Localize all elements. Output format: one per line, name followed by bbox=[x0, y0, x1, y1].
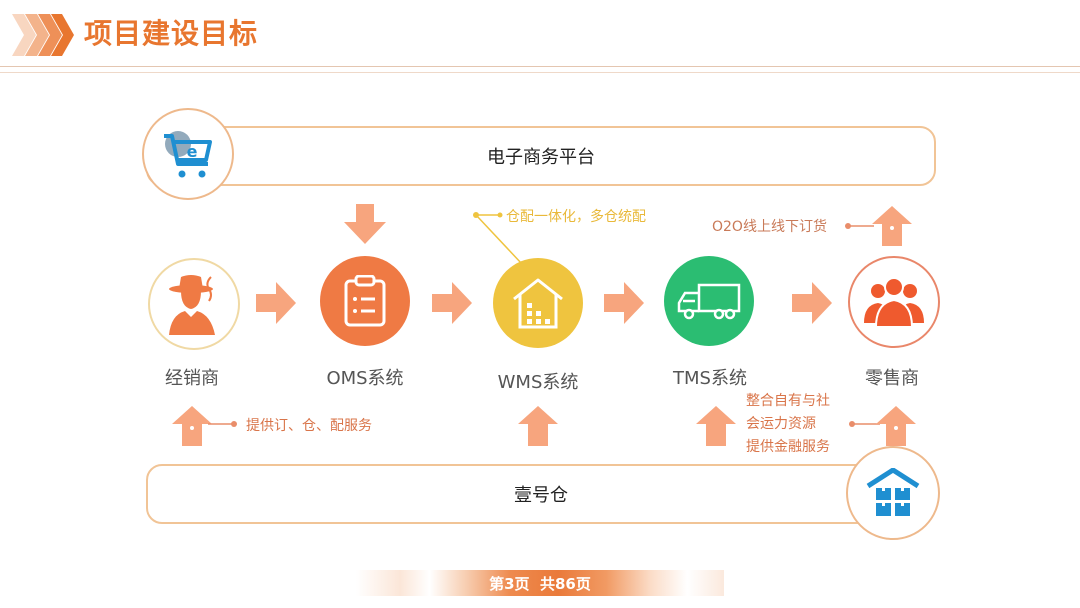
right-arrow-icon bbox=[792, 282, 832, 324]
wms-leader-line bbox=[473, 212, 523, 265]
up-arrow-icon bbox=[876, 406, 916, 446]
o2o-annotation: O2O线上线下订货 bbox=[712, 219, 827, 235]
wms-node bbox=[493, 258, 583, 348]
tms-leader-line bbox=[849, 421, 880, 427]
svg-text:e: e bbox=[187, 142, 198, 161]
truck-icon bbox=[677, 283, 741, 320]
retailers-group-icon bbox=[864, 277, 924, 327]
oms-node bbox=[320, 256, 410, 346]
right-arrow-icon bbox=[256, 282, 296, 324]
warehouse-platform-label: 壹号仓 bbox=[514, 485, 568, 506]
up-arrow-icon bbox=[872, 206, 912, 246]
warehouse-platform-bar: 壹号仓 bbox=[146, 464, 936, 524]
tms-node bbox=[664, 256, 754, 346]
warehouse-house-icon bbox=[513, 278, 563, 329]
up-arrow-icon bbox=[518, 406, 558, 446]
chevron-arrows-icon bbox=[12, 14, 74, 56]
tms-annotation-line-3: 提供金融服务 bbox=[746, 439, 830, 455]
o2o-leader-line bbox=[845, 223, 874, 229]
dealer-label: 经销商 bbox=[165, 368, 219, 389]
ecommerce-platform-label: 电子商务平台 bbox=[487, 147, 595, 168]
page-title: 项目建设目标 bbox=[84, 17, 259, 50]
dealer-node bbox=[148, 258, 240, 350]
tms-label: TMS系统 bbox=[673, 368, 747, 389]
dealer-service-annotation: 提供订、仓、配服务 bbox=[246, 418, 372, 434]
ecommerce-platform-bar: 电子商务平台 bbox=[146, 126, 936, 186]
dealer-service-leader-line bbox=[208, 421, 237, 427]
page-indicator: 第3页 共86页 bbox=[356, 570, 724, 596]
down-arrow-icon bbox=[344, 204, 386, 244]
ecommerce-badge: e bbox=[142, 108, 234, 200]
clipboard-icon bbox=[344, 275, 386, 327]
tms-annotation-line-1: 整合自有与社 bbox=[746, 393, 830, 409]
retailer-node bbox=[848, 256, 940, 348]
wms-annotation: 仓配一体化，多仓统配 bbox=[506, 209, 646, 225]
right-arrow-icon bbox=[432, 282, 472, 324]
tms-annotation: 整合自有与社 会运力资源 提供金融服务 bbox=[746, 390, 830, 459]
warehouse-badge bbox=[846, 446, 940, 540]
warehouse-icon bbox=[866, 468, 920, 516]
page-indicator-text: 第3页 共86页 bbox=[489, 574, 591, 593]
up-arrow-icon bbox=[172, 406, 212, 446]
right-arrow-icon bbox=[604, 282, 644, 324]
dealer-person-icon bbox=[169, 275, 215, 335]
retailer-label: 零售商 bbox=[865, 368, 919, 389]
shopping-cart-e-icon: e bbox=[164, 131, 212, 178]
up-arrow-icon bbox=[696, 406, 736, 446]
header-divider bbox=[0, 66, 1080, 67]
tms-annotation-line-2: 会运力资源 bbox=[746, 416, 816, 432]
wms-label: WMS系统 bbox=[497, 372, 579, 393]
header-divider-secondary bbox=[0, 72, 1080, 73]
oms-label: OMS系统 bbox=[326, 368, 404, 389]
